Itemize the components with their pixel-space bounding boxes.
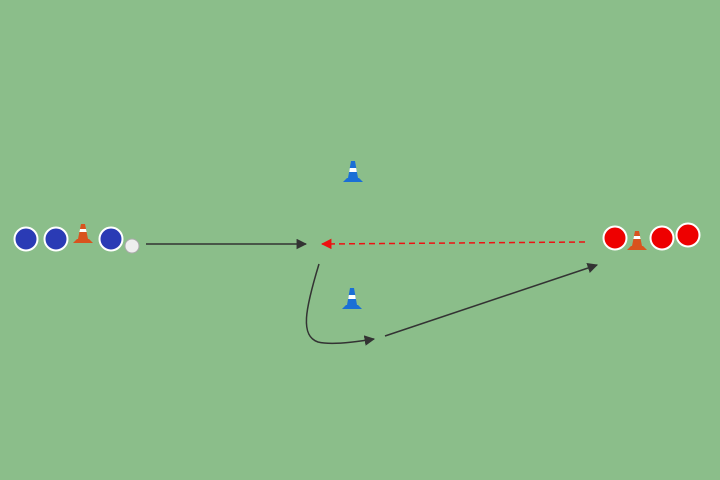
red-player: [649, 225, 675, 251]
blue-player: [13, 226, 39, 252]
dashed-return-pass-arrow: [320, 238, 586, 250]
blue-player: [43, 226, 69, 252]
red-player: [602, 225, 628, 251]
orange-cone-left: [73, 224, 93, 243]
movement-lines: [146, 238, 598, 346]
blue-cone-top: [343, 161, 363, 182]
red-player: [675, 222, 701, 248]
pass-arrow-to-red: [384, 263, 598, 337]
blue-cone-bottom: [342, 288, 362, 309]
orange-cone-right: [627, 231, 647, 250]
blue-player-with-ball: [98, 226, 124, 252]
curved-run-arrow: [305, 263, 376, 346]
ball: [124, 238, 140, 254]
